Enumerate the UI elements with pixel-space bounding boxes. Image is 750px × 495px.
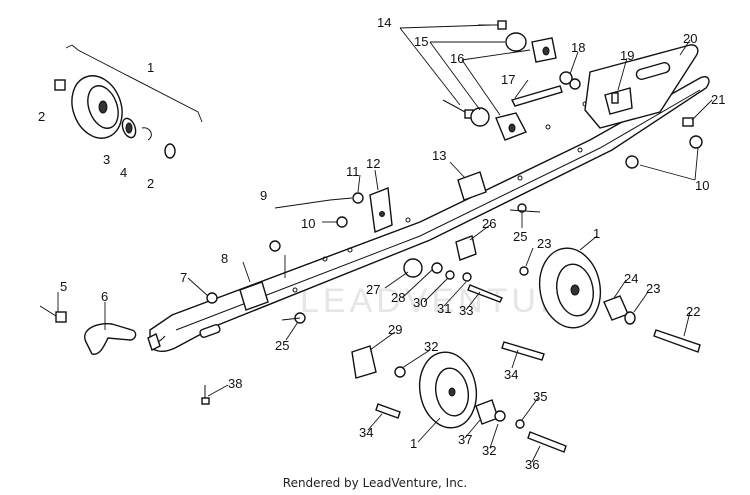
callout-26: 26: [482, 216, 496, 231]
leader-lines: [57, 24, 713, 463]
callout-6: 6: [101, 289, 108, 304]
callout-9: 9: [260, 188, 267, 203]
callout-32-a: 32: [424, 339, 438, 354]
callout-10-b: 10: [695, 178, 709, 193]
callout-25-b: 25: [275, 338, 289, 353]
rear-parts: [39, 203, 541, 405]
callout-15: 15: [414, 34, 428, 49]
wheel-assembly-top: [54, 44, 203, 159]
callout-10-a: 10: [301, 216, 315, 231]
callout-22: 22: [686, 304, 700, 319]
callout-1-right: 1: [593, 226, 600, 241]
callout-5: 5: [60, 279, 67, 294]
callout-33: 33: [459, 303, 473, 318]
render-credit: Rendered by LeadVenture, Inc.: [282, 476, 468, 490]
callout-2-b: 2: [147, 176, 154, 191]
callout-36: 36: [525, 457, 539, 472]
callout-18: 18: [571, 40, 585, 55]
callout-3: 3: [103, 152, 110, 167]
callout-2-a: 2: [38, 109, 45, 124]
callout-25-a: 25: [513, 229, 527, 244]
callout-38: 38: [228, 376, 242, 391]
callout-21: 21: [711, 92, 725, 107]
callout-23-a: 23: [537, 236, 551, 251]
wheel-bottom: [375, 341, 567, 453]
callout-24: 24: [624, 271, 638, 286]
callout-1-bottom: 1: [410, 436, 417, 451]
callout-13: 13: [432, 148, 446, 163]
callout-12: 12: [366, 156, 380, 171]
upper-fittings: [442, 20, 703, 169]
callout-23-b: 23: [646, 281, 660, 296]
callout-35: 35: [533, 389, 547, 404]
callout-30: 30: [413, 295, 427, 310]
center-idler: [403, 235, 503, 303]
callout-11: 11: [346, 164, 360, 179]
callout-7: 7: [180, 270, 187, 285]
callout-31: 31: [437, 301, 451, 316]
front-bracket: [584, 44, 699, 129]
callout-14: 14: [377, 15, 391, 30]
callout-17: 17: [501, 72, 515, 87]
wheel-right: [519, 247, 701, 353]
callout-37: 37: [458, 432, 472, 447]
callout-4: 4: [120, 165, 127, 180]
callout-32-b: 32: [482, 443, 496, 458]
callout-1-top: 1: [147, 60, 154, 75]
callout-labels: 1 2 3 4 2 5 6 7 8 9 10 11 12 13 14 15 16…: [38, 15, 725, 472]
callout-34-b: 34: [359, 425, 373, 440]
callout-8: 8: [221, 251, 228, 266]
slide-rail: [147, 76, 710, 352]
callout-28: 28: [391, 290, 405, 305]
callout-27: 27: [366, 282, 380, 297]
callout-19: 19: [620, 48, 634, 63]
callout-20: 20: [683, 31, 697, 46]
callout-29: 29: [388, 322, 402, 337]
callout-16: 16: [450, 51, 464, 66]
callout-34-a: 34: [504, 367, 518, 382]
rail-brackets: [206, 171, 487, 379]
